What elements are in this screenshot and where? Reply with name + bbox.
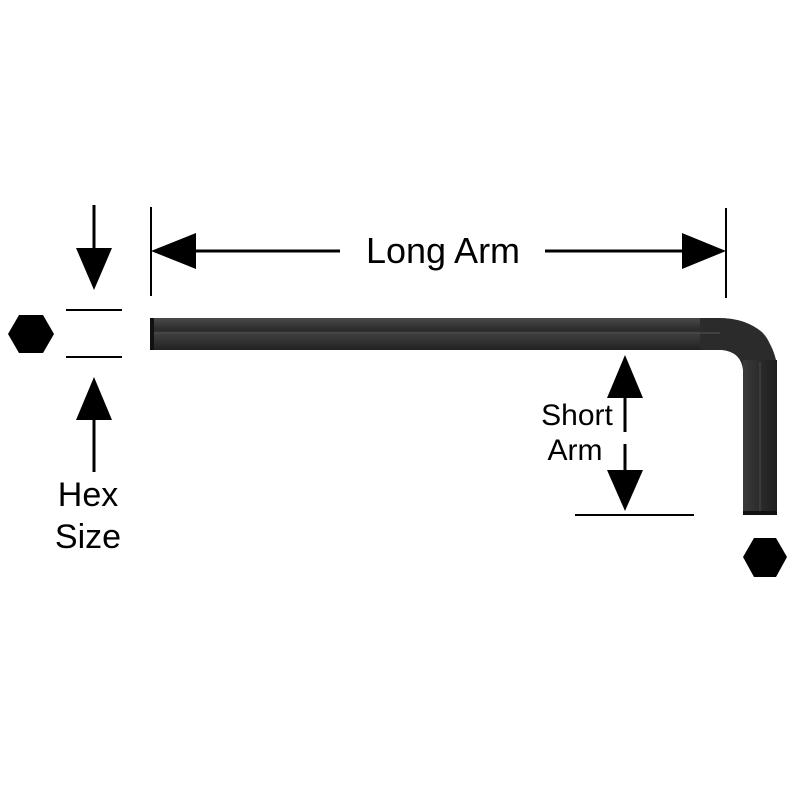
wrench-left-end [150,318,154,350]
hex-size-arrow-bottom-head [76,377,112,420]
short-arm-label-line2: Arm [548,434,603,467]
wrench-bottom-end [743,511,777,515]
long-arm-label: Long Arm [366,230,520,271]
short-arm-arrow-top-head [607,355,643,398]
long-arm-arrow-right-head [682,233,726,269]
hex-size-label-line1: Hex [58,476,118,514]
long-arm-arrow-left-head [151,233,196,269]
short-arm-arrow-bottom-head [607,470,643,511]
hex-size-arrow-top-head [76,248,112,290]
hex-size-label-line2: Size [55,518,121,556]
hex-end-left-icon [8,315,54,353]
wrench-long-arm [150,318,772,352]
short-arm-label-line1: Short [541,399,613,432]
hex-end-bottom-icon [743,538,787,577]
